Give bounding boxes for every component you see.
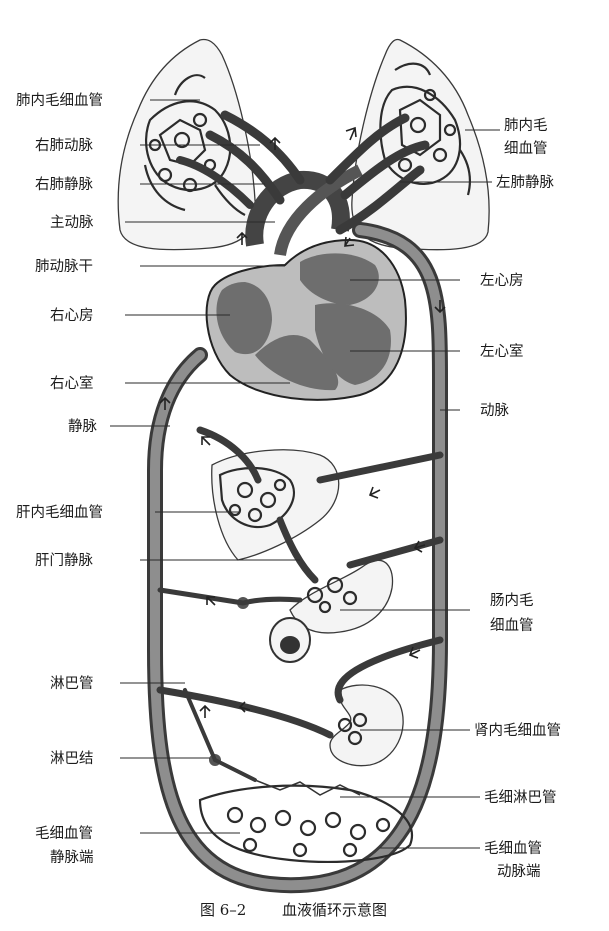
liver — [196, 426, 444, 584]
label-cap-arterial-1: 毛细血管 — [484, 840, 542, 857]
label-pulm-cap-right-1: 肺内毛 — [504, 117, 548, 134]
right-ventricle-chamber — [255, 335, 339, 391]
lower-capillary-bed — [183, 688, 413, 863]
leader-lines-right — [340, 129, 500, 849]
label-lymph-node: 淋巴结 — [50, 750, 94, 767]
kidney-capillary-mesh — [337, 712, 368, 746]
figure-caption: 图 6–2 血液循环示意图 — [200, 901, 387, 919]
labels-left: 肺内毛细血管 右肺动脉 右肺静脉 主动脉 肺动脉干 右心房 右心室 静脉 肝内毛… — [16, 92, 103, 866]
label-left-pulm-vein: 左肺静脉 — [496, 174, 554, 191]
label-aorta: 主动脉 — [50, 214, 94, 231]
label-artery: 动脉 — [480, 402, 509, 419]
label-cap-arterial-2: 动脉端 — [497, 863, 541, 880]
label-cap-venous-2: 静脉端 — [50, 849, 94, 866]
label-cap-lymph: 毛细淋巴管 — [484, 789, 557, 806]
label-pulm-cap-left: 肺内毛细血管 — [16, 92, 103, 109]
label-intestine-cap-1: 肠内毛 — [490, 592, 534, 609]
label-right-ventricle: 右心室 — [50, 375, 94, 392]
leader-lines-left — [110, 99, 300, 834]
label-lymph-vessel: 淋巴管 — [50, 675, 94, 692]
left-ventricle-chamber — [315, 303, 391, 385]
systemic-loop — [147, 222, 448, 894]
labels-right: 肺内毛 细血管 左肺静脉 左心房 左心室 动脉 肠内毛 细血管 肾内毛细血管 毛… — [474, 117, 561, 880]
label-intestine-cap-2: 细血管 — [490, 617, 534, 634]
label-pulm-cap-right-2: 细血管 — [504, 140, 548, 157]
label-kidney-cap: 肾内毛细血管 — [474, 722, 561, 739]
liver-capillary-mesh — [218, 466, 296, 529]
flow-arrows — [159, 126, 446, 718]
label-right-pulm-artery: 右肺动脉 — [35, 137, 93, 154]
label-right-atrium: 右心房 — [50, 307, 94, 324]
right-atrium-chamber — [216, 282, 272, 355]
pulmonary-vessels — [176, 110, 430, 235]
intestine-capillary-mesh — [306, 576, 358, 614]
label-left-ventricle: 左心室 — [480, 343, 524, 360]
label-liver-cap: 肝内毛细血管 — [16, 504, 103, 521]
kidney — [156, 636, 444, 767]
right-lung-capillary-mesh — [379, 62, 471, 196]
caption-figure-number: 图 6–2 — [200, 901, 246, 919]
capillary-lymph-branches — [254, 779, 361, 796]
label-pulm-trunk: 肺动脉干 — [35, 258, 93, 275]
caption-title: 血液循环示意图 — [282, 901, 387, 919]
left-atrium-chamber — [300, 253, 379, 305]
label-vein: 静脉 — [68, 418, 97, 435]
left-lung-capillary-mesh — [143, 74, 246, 216]
label-cap-venous-1: 毛细血管 — [35, 825, 93, 842]
label-portal-vein: 肝门静脉 — [35, 552, 93, 569]
heart — [205, 164, 407, 401]
pulmonary-trunk — [274, 164, 363, 257]
intestine — [157, 536, 444, 663]
label-left-atrium: 左心房 — [480, 272, 524, 289]
label-right-pulm-vein: 右肺静脉 — [35, 176, 93, 193]
